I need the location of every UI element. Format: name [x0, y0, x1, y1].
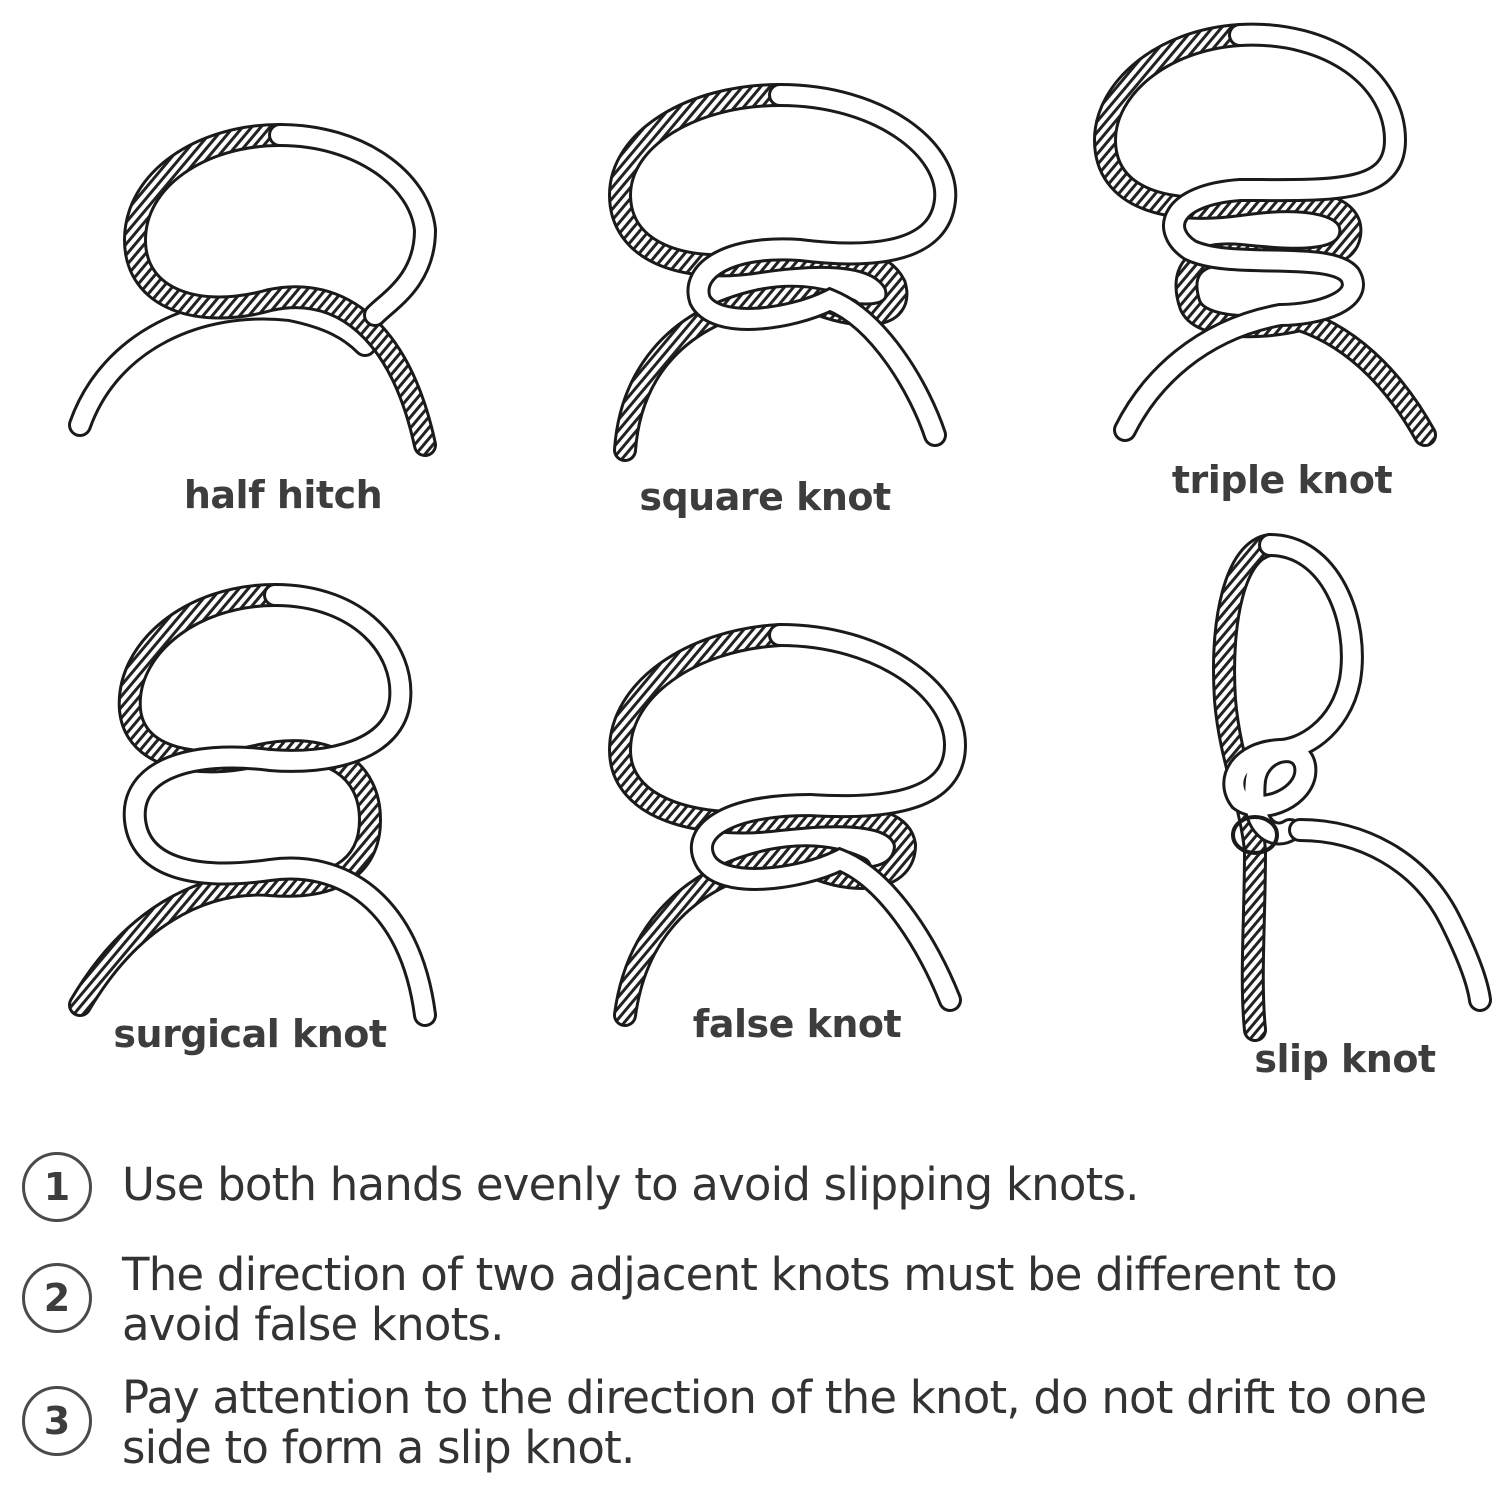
step-2: 2 The direction of two adjacent knots mu…: [22, 1250, 1442, 1350]
label-square-knot: square knot: [639, 475, 891, 519]
label-slip-knot: slip knot: [1254, 1037, 1436, 1081]
label-half-hitch: half hitch: [183, 473, 383, 517]
square-knot-illustration: [607, 83, 958, 462]
step-1: 1 Use both hands evenly to avoid slippin…: [22, 1152, 1442, 1222]
false-knot-illustration: [607, 623, 968, 1027]
label-triple-knot: triple knot: [1171, 458, 1393, 502]
step-3: 3 Pay attention to the direction of the …: [22, 1373, 1442, 1473]
slip-knot-illustration: [1212, 533, 1492, 1042]
triple-knot-illustration: [1092, 22, 1437, 447]
surgical-knot-illustration: [68, 583, 437, 1027]
step-text: The direction of two adjacent knots must…: [122, 1248, 1338, 1351]
step-number-badge: 2: [22, 1263, 92, 1333]
step-number-badge: 3: [22, 1386, 92, 1456]
step-text: Use both hands evenly to avoid slipping …: [122, 1158, 1139, 1211]
step-number-badge: 1: [22, 1152, 92, 1222]
label-surgical-knot: surgical knot: [113, 1012, 387, 1056]
step-text: Pay attention to the direction of the kn…: [122, 1371, 1427, 1474]
label-false-knot: false knot: [692, 1002, 902, 1046]
half-hitch-illustration: [68, 123, 438, 457]
